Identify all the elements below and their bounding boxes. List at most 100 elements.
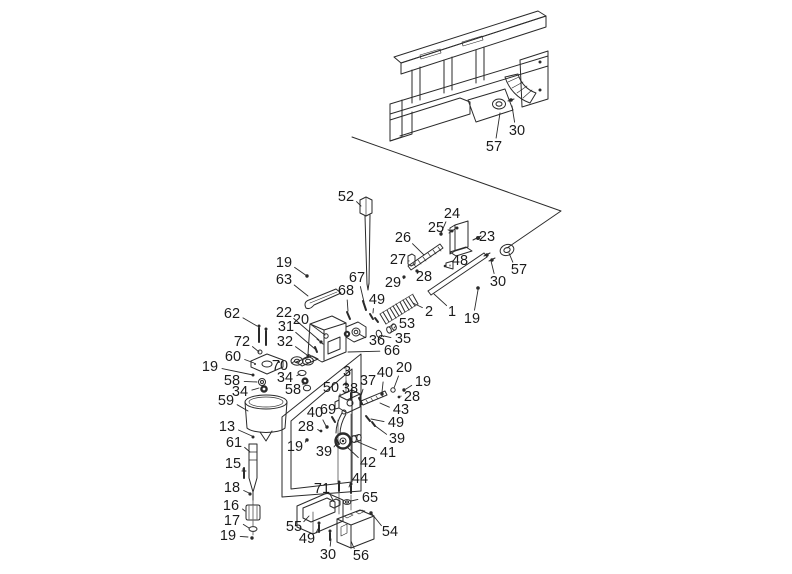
part-label-23: 23 [479,229,495,245]
leader-19b [474,289,479,311]
leader-40a [381,381,384,393]
leader-60 [244,359,255,364]
part-label-40a: 40 [377,365,393,381]
part-label-40b: 40 [307,405,323,421]
leader-25 [447,229,452,232]
grommet-57-frame [492,98,506,110]
part-label-34b: 34 [277,370,293,386]
leader-35 [383,335,392,339]
part-label-59: 59 [218,393,234,409]
bearing-group [343,300,397,343]
part-label-30a: 30 [509,123,525,139]
leader-30c [329,538,332,547]
part-label-19f: 19 [220,528,236,544]
leader-40b [322,419,327,427]
leader-57a [495,112,501,139]
part-label-2: 2 [425,304,433,320]
leader-19a [294,266,308,277]
leader-53 [393,326,396,329]
leader-58b [302,381,305,386]
part-label-53: 53 [399,316,415,332]
leader-54 [371,513,382,527]
upper-bracket-group [402,220,482,279]
leader-19f [239,535,249,538]
part-label-34a: 34 [232,384,248,400]
part-label-58b: 58 [285,382,301,398]
part-label-19b: 19 [464,311,480,327]
part-label-16: 16 [223,498,239,514]
part-label-54: 54 [382,524,398,540]
part-label-36: 36 [369,333,385,349]
part-label-50: 50 [323,380,339,396]
quill-61-column [241,443,261,540]
part-label-26: 26 [395,230,411,246]
leader-34a [251,387,260,391]
part-label-19e: 19 [287,439,303,455]
leader-56 [350,540,355,549]
leader-70 [291,360,296,364]
handle-pin-52 [359,196,373,291]
left-fastener-stack [250,324,284,393]
leader-42 [346,446,359,458]
part-label-19a: 19 [276,255,292,271]
leader-20a [310,324,326,336]
leader-2 [412,302,423,309]
leader-57b [508,252,514,263]
leader-68 [346,299,349,312]
leader-19d [405,384,413,390]
part-label-28b: 28 [404,389,420,405]
leader-55 [303,515,310,523]
part-label-35: 35 [395,331,411,347]
part-label-38: 38 [342,381,358,397]
leader-36 [358,333,367,339]
leader-lines [221,105,516,549]
part-label-28c: 28 [298,419,314,435]
mounting-plate [281,353,362,498]
leader-44 [348,483,351,488]
part-label-48: 48 [452,253,468,269]
part-label-67: 67 [349,270,365,286]
leader-30a [511,105,516,123]
bottom-group [296,480,375,549]
leader-30b [490,260,495,274]
detail-pointer-lines [351,136,562,249]
leader-31 [295,331,316,350]
part-label-71: 71 [314,481,330,497]
part-label-39a: 39 [389,431,405,447]
grommet-57-detail [499,243,515,257]
part-label-3: 3 [343,364,351,380]
part-label-57a: 57 [486,139,502,155]
part-label-60: 60 [225,349,241,365]
part-label-30c: 30 [320,547,336,563]
plate-63 [304,274,342,310]
leader-41 [357,441,377,451]
leader-20b [393,375,399,389]
part-label-49a: 49 [369,292,385,308]
leader-58a [243,380,258,383]
leader-17 [242,523,250,529]
right-fastener-stack [290,333,329,392]
part-label-63: 63 [276,272,292,288]
part-label-17: 17 [224,513,240,529]
leader-63 [293,284,309,297]
leader-34b [296,373,301,377]
part-label-19d: 19 [415,374,431,390]
leader-22 [293,318,320,341]
leader-28c [317,429,321,432]
leader-39b [333,442,338,448]
leader-61 [244,446,251,453]
part-label-58a: 58 [224,373,240,389]
leader-66 [347,350,381,353]
part-label-70: 70 [272,358,288,374]
part-label-39b: 39 [316,444,332,460]
part-label-49c: 49 [299,531,315,547]
part-label-68: 68 [338,283,354,299]
leader-72 [252,346,260,353]
leader-71 [330,494,334,501]
part-label-13: 13 [219,419,235,435]
leader-18 [243,490,250,494]
leader-49b [370,418,385,423]
part-label-43: 43 [393,402,409,418]
part-label-66: 66 [384,343,400,359]
